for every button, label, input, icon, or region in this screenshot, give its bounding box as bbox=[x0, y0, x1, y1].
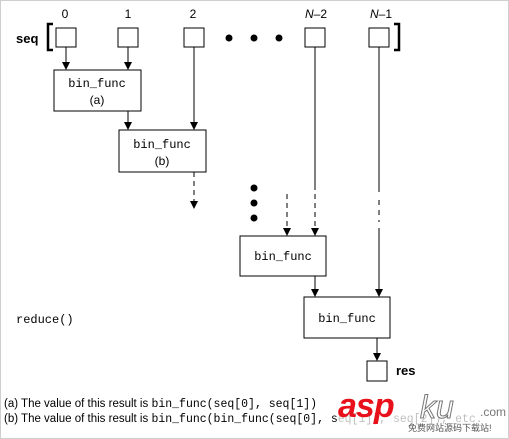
seq-element-0 bbox=[55, 27, 77, 48]
bin-func-box-final bbox=[303, 296, 391, 339]
bin-func-box-b bbox=[118, 129, 207, 173]
dashed-arrows bbox=[190, 172, 319, 236]
seq-element-n-minus-1 bbox=[368, 27, 390, 48]
seq-element-n-minus-2 bbox=[304, 27, 326, 48]
seq-label: seq bbox=[16, 31, 38, 46]
bin-func-box-a bbox=[53, 69, 142, 112]
index-label-n-minus-1: N–1 bbox=[370, 7, 392, 21]
watermark-subtitle: 免费网站源码下载站! bbox=[408, 423, 492, 433]
bin-func-a-tag: (a) bbox=[90, 93, 105, 107]
vertical-ellipsis bbox=[250, 184, 258, 222]
note-b-text: (b) The value of this result is bbox=[4, 413, 152, 425]
bin-func-box-n-minus-2 bbox=[239, 235, 327, 277]
index-label-2: 2 bbox=[190, 7, 197, 21]
bin-func-n-minus-2-label: bin_func bbox=[254, 250, 312, 264]
watermark-asp: asp bbox=[338, 387, 395, 425]
bin-func-a-label: bin_func bbox=[68, 77, 126, 91]
bin-func-b-tag: (b) bbox=[155, 154, 170, 168]
sequence-ellipsis bbox=[225, 34, 283, 42]
watermark-ku: ku bbox=[420, 389, 455, 426]
index-label-n-minus-2: N–2 bbox=[305, 7, 327, 21]
reduce-label: reduce() bbox=[16, 313, 74, 327]
watermark-com: .com bbox=[480, 405, 507, 419]
result-box bbox=[366, 360, 388, 382]
note-a-text: (a) The value of this result is bbox=[4, 398, 152, 410]
result-label: res bbox=[396, 363, 416, 378]
seq-left-bracket bbox=[46, 22, 53, 52]
note-a: (a) The value of this result is bin_func… bbox=[4, 398, 317, 411]
index-label-0: 0 bbox=[62, 7, 69, 21]
seq-right-bracket bbox=[394, 22, 401, 52]
long-paths bbox=[314, 47, 383, 297]
bin-func-final-label: bin_func bbox=[318, 312, 376, 326]
bin-func-b-label: bin_func bbox=[133, 138, 191, 152]
note-a-code: bin_func(seq[0], seq[1]) bbox=[151, 398, 318, 411]
watermark-logo: asp ku .com 免费网站源码下载站! bbox=[338, 385, 508, 437]
arrows bbox=[62, 47, 381, 361]
seq-element-2 bbox=[183, 27, 205, 48]
index-label-1: 1 bbox=[125, 7, 132, 21]
seq-element-1 bbox=[117, 27, 139, 48]
